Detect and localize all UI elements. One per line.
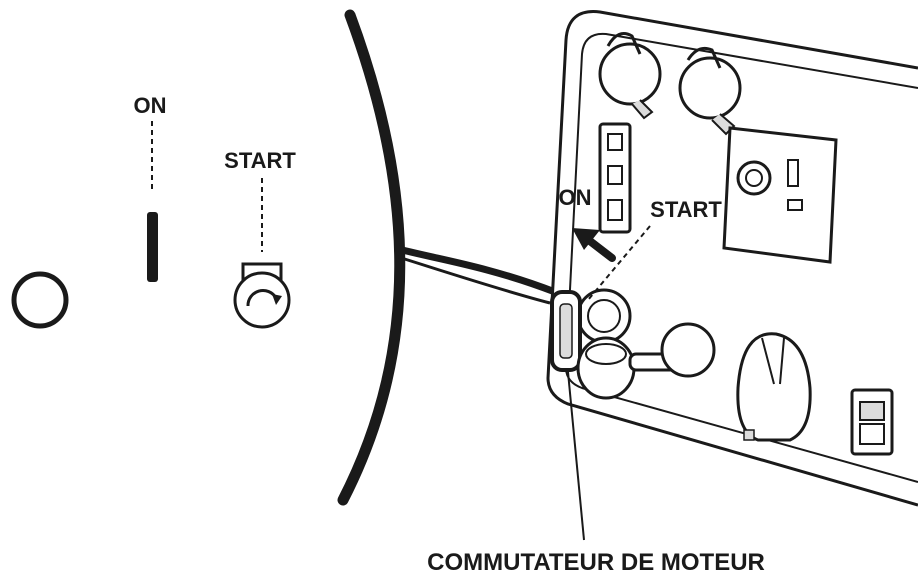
panel-frame-inner: [564, 32, 918, 483]
engine-switch-caption: COMMUTATEUR DE MOTEUR: [427, 549, 765, 576]
fuel-valve-knob: [736, 332, 812, 442]
panel-start-label: START: [650, 197, 722, 222]
panel-start-leader: [587, 225, 651, 301]
start-key-icon: [233, 262, 291, 329]
caption-leader-line: [567, 371, 585, 541]
panel-frame-outer: [546, 10, 918, 507]
push-arrow-icon: [572, 228, 616, 262]
indicator-strip: [598, 122, 632, 234]
on-symbol-label: ON: [134, 93, 167, 118]
engine-switch-key: [550, 288, 636, 400]
rocker-switch: [850, 388, 894, 456]
outlet-cap-left: [598, 32, 662, 120]
start-symbol-label: START: [224, 148, 296, 173]
off-circle-icon: [11, 271, 69, 329]
magnifier-connector-lower: [394, 254, 551, 305]
on-bar-icon: [147, 212, 158, 282]
panel-on-label: ON: [559, 185, 592, 210]
control-panel: ON START: [546, 10, 918, 507]
choke-lever: [628, 322, 716, 378]
switch-symbols: ON START: [11, 93, 296, 329]
outlet-box: [722, 126, 838, 264]
outlet-knob: [736, 160, 772, 196]
magnifier-arc: [337, 9, 406, 506]
magnifier-connector: [394, 244, 557, 296]
